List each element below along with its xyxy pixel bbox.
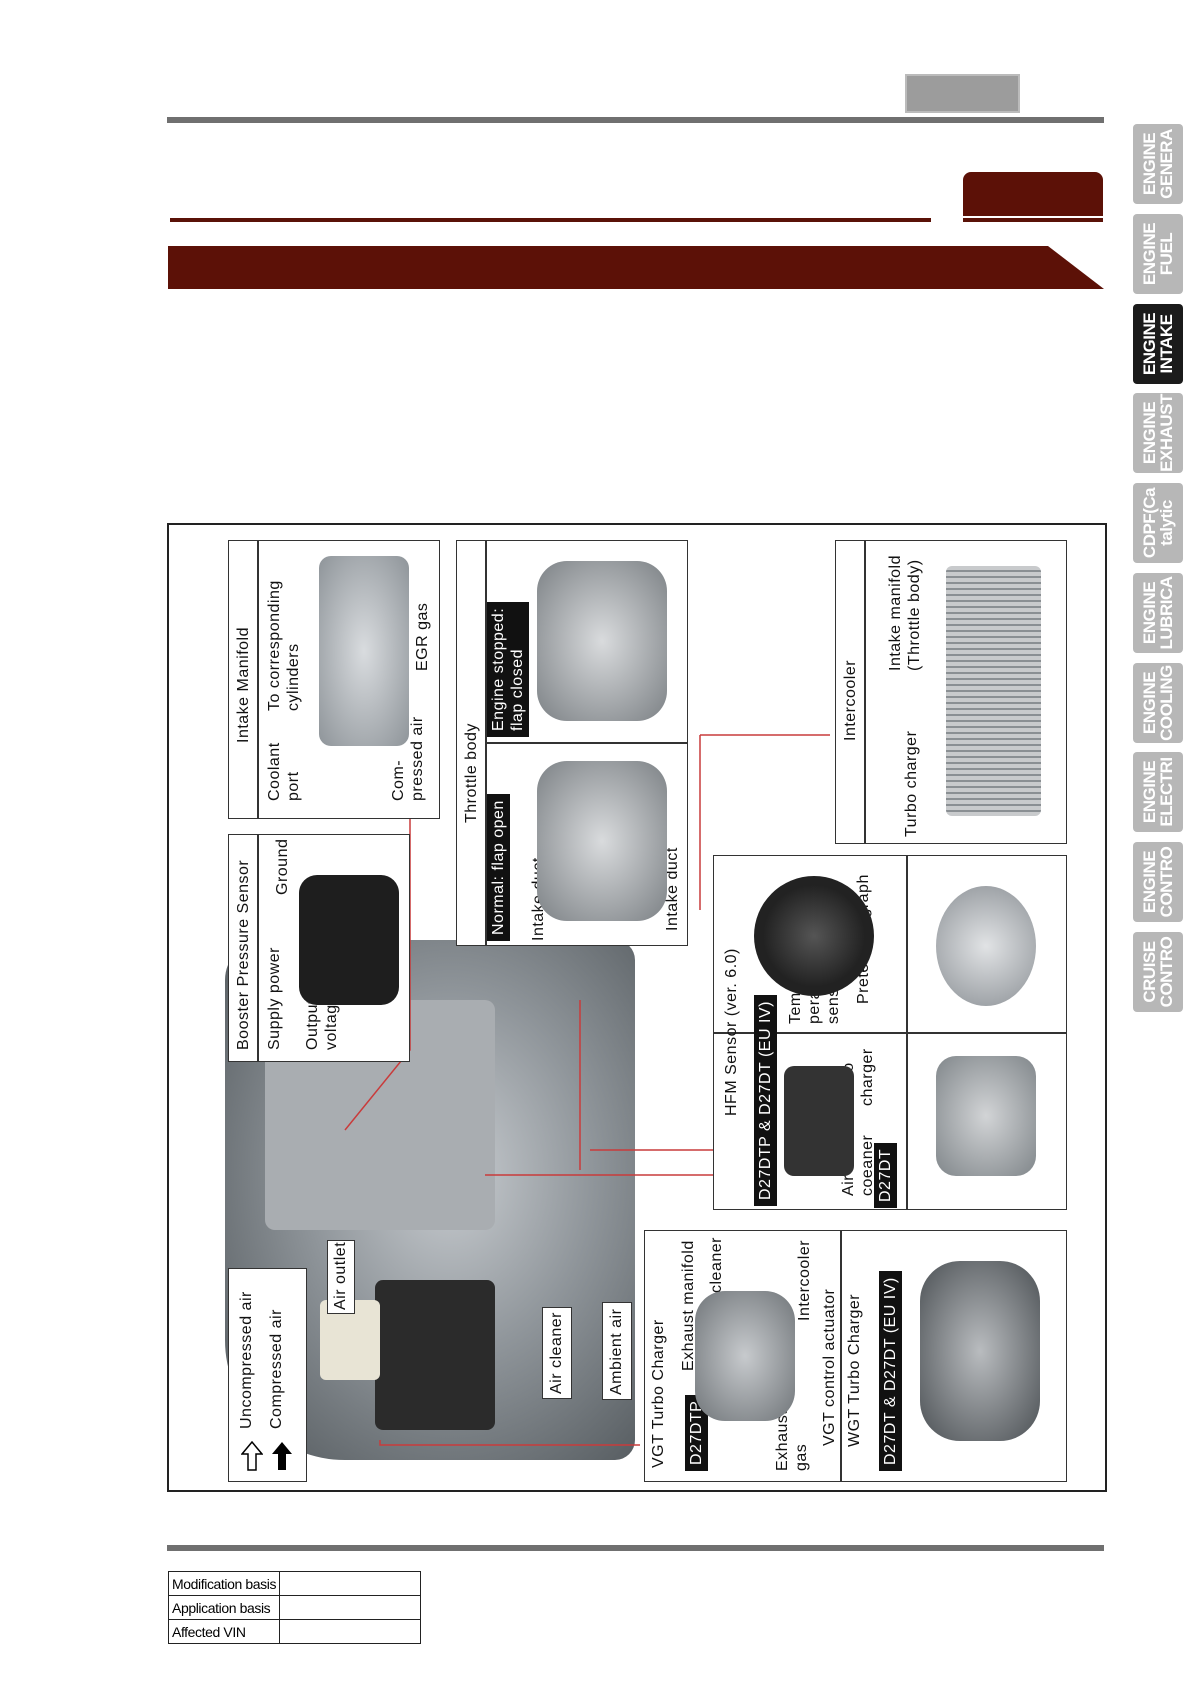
throttle-title: Throttle body xyxy=(463,723,480,823)
side-tab[interactable]: ENGINE LUBRICA xyxy=(1133,573,1183,653)
air-outlet-label: Air outlet xyxy=(327,1240,355,1314)
booster-sensor-box: Booster Pressure Sensor Supply power Gro… xyxy=(228,834,410,1062)
meta-value xyxy=(279,1619,422,1644)
legend-uncompressed: Uncompressed air xyxy=(238,1291,255,1429)
wgt-tag: D27DT & D27DT (EU IV) xyxy=(879,1271,902,1471)
air-cleaner-box xyxy=(375,1280,495,1430)
throttle-body-box: Throttle body Engine stopped: flap close… xyxy=(456,540,688,946)
booster-title: Booster Pressure Sensor xyxy=(235,859,252,1050)
side-tab[interactable]: ENGINE ELECTRI xyxy=(1133,752,1183,832)
side-tab[interactable]: CDPF(Ca talytic xyxy=(1133,483,1183,563)
intercooler-box: Intercooler Turbo charger Intake manifol… xyxy=(835,540,1067,844)
ambient-air-label: Ambient air xyxy=(602,1302,632,1400)
section-banner xyxy=(168,246,1104,289)
intake-title: Intake Manifold xyxy=(235,626,252,743)
vgt-turbo-photo xyxy=(695,1291,795,1421)
vgt-actuator: VGT control actuator xyxy=(821,1288,838,1446)
hfm-sensor-box: HFM Sensor (ver. 6.0) D27DTP & D27DT (EU… xyxy=(713,855,1067,1210)
turbo-charger-box: VGT Turbo Charger D27DTP Exhaust manifol… xyxy=(644,1230,1067,1482)
side-tab[interactable]: ENGINE EXHAUST xyxy=(1133,393,1183,473)
booster-supply: Supply power xyxy=(266,947,283,1050)
intake-coolant: Coolant port xyxy=(266,742,302,801)
booster-divider xyxy=(257,835,259,1061)
intake-manifold-box: Intake Manifold Coolant port To correspo… xyxy=(228,540,440,819)
hfm-sensor-photo-4 xyxy=(936,886,1036,1006)
meta-value xyxy=(279,1571,422,1596)
header-grey-tab xyxy=(905,74,1020,113)
side-tab[interactable]: ENGINE FUEL xyxy=(1133,214,1183,294)
intake-divider xyxy=(257,541,259,818)
hfm-divider-v xyxy=(906,856,908,1209)
booster-sensor-photo xyxy=(299,875,399,1005)
vgt-title: VGT Turbo Charger xyxy=(650,1319,667,1468)
intake-cylinders: To corresponding cylinders xyxy=(266,580,302,711)
hfm-sensor-photo-2 xyxy=(754,876,874,996)
side-tab[interactable]: ENGINE INTAKE xyxy=(1133,304,1183,384)
section-tab xyxy=(963,172,1103,216)
throttle-normal: Normal: flap open xyxy=(487,794,510,941)
booster-ground: Ground xyxy=(274,838,291,895)
footer-rule xyxy=(167,1545,1104,1551)
diagram-frame xyxy=(167,523,1107,1492)
meta-label: Modification basis xyxy=(167,1571,281,1596)
hfm-divider-h xyxy=(714,1032,1066,1034)
meta-row-affected: Affected VIN xyxy=(167,1619,422,1644)
hfm-sensor-photo-3 xyxy=(936,1056,1036,1176)
meta-label: Application basis xyxy=(167,1595,281,1620)
compressed-arrow-icon xyxy=(272,1442,292,1470)
throttle-stopped: Engine stopped: flap closed xyxy=(487,601,529,737)
side-tab[interactable]: ENGINE GENERA xyxy=(1133,124,1183,204)
intercooler-manifold: Intake manifold (Throttle body) xyxy=(887,554,923,671)
throttle-photo-open xyxy=(537,761,667,921)
side-tab[interactable]: ENGINE CONTRO xyxy=(1133,842,1183,922)
wgt-turbo-photo xyxy=(920,1261,1040,1441)
intercooler-divider xyxy=(864,541,866,843)
intercooler-photo xyxy=(946,566,1041,816)
meta-label: Affected VIN xyxy=(167,1619,281,1644)
intake-manifold-photo xyxy=(319,556,409,746)
meta-row-application: Application basis xyxy=(167,1595,422,1620)
header-rule xyxy=(167,117,1104,123)
air-cleaner-label: Air cleaner xyxy=(542,1307,572,1399)
vgt-exhaust-gas: Exhaust gas xyxy=(774,1409,810,1471)
intake-egr: EGR gas xyxy=(414,602,431,671)
intercooler-title: Intercooler xyxy=(842,659,859,741)
side-tab[interactable]: ENGINE COOLING xyxy=(1133,663,1183,743)
hfm-sensor-photo-1 xyxy=(784,1066,854,1176)
legend-box: Uncompressed air Compressed air xyxy=(228,1268,307,1482)
meta-table: Modification basis Application basis Aff… xyxy=(167,1571,422,1644)
section-tab-rule xyxy=(963,218,1103,222)
vgt-intercooler: Intercooler xyxy=(796,1239,813,1321)
meta-value xyxy=(279,1595,422,1620)
hfm-tag1: D27DTP & D27DT (EU IV) xyxy=(754,995,777,1206)
hfm-tag2: D27DT xyxy=(874,1142,897,1208)
side-tab[interactable]: CRUISE CONTRO xyxy=(1133,932,1183,1012)
legend-compressed: Compressed air xyxy=(268,1309,285,1429)
throttle-divider-h xyxy=(485,742,687,744)
uncompressed-arrow-icon xyxy=(241,1441,263,1471)
hfm-title: HFM Sensor (ver. 6.0) xyxy=(723,948,740,1116)
intercooler-turbo: Turbo charger xyxy=(903,730,920,837)
wgt-title: WGT Turbo Charger xyxy=(846,1293,863,1447)
throttle-photo-closed xyxy=(537,561,667,721)
turbo-divider xyxy=(840,1231,842,1481)
meta-row-modification: Modification basis xyxy=(167,1571,422,1596)
title-rule xyxy=(170,218,931,222)
